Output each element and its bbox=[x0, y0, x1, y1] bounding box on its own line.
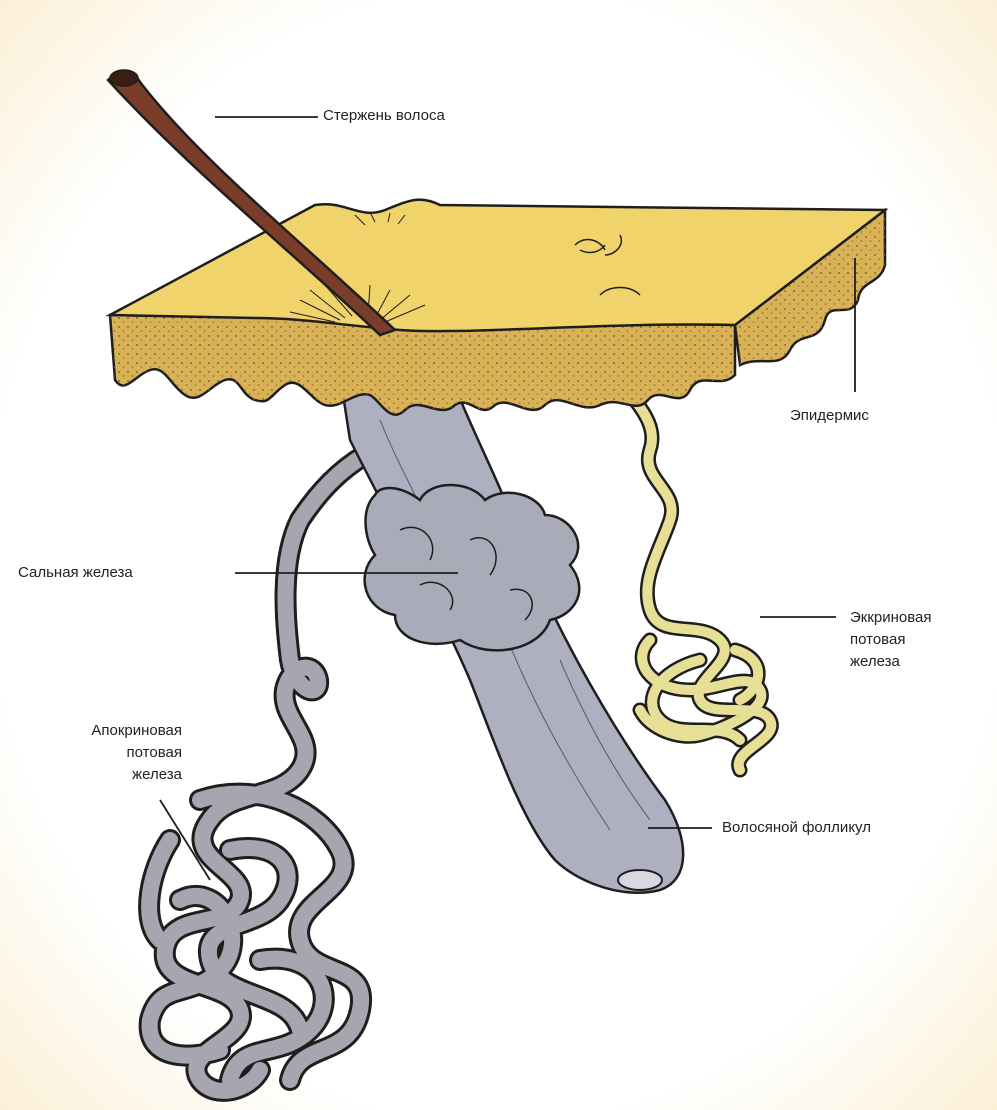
label-hair-shaft: Стержень волоса bbox=[323, 105, 445, 127]
label-apocrine-gland: Апокриновая потовая железа bbox=[22, 720, 182, 786]
epidermis-block bbox=[110, 200, 885, 415]
label-epidermis: Эпидермис bbox=[790, 405, 869, 427]
label-hair-follicle: Волосяной фолликул bbox=[722, 817, 871, 839]
label-eccrine-gland: Эккриновая потовая железа bbox=[850, 607, 932, 673]
label-sebaceous-gland: Сальная железа bbox=[18, 562, 133, 584]
sebaceous-gland bbox=[365, 485, 580, 650]
